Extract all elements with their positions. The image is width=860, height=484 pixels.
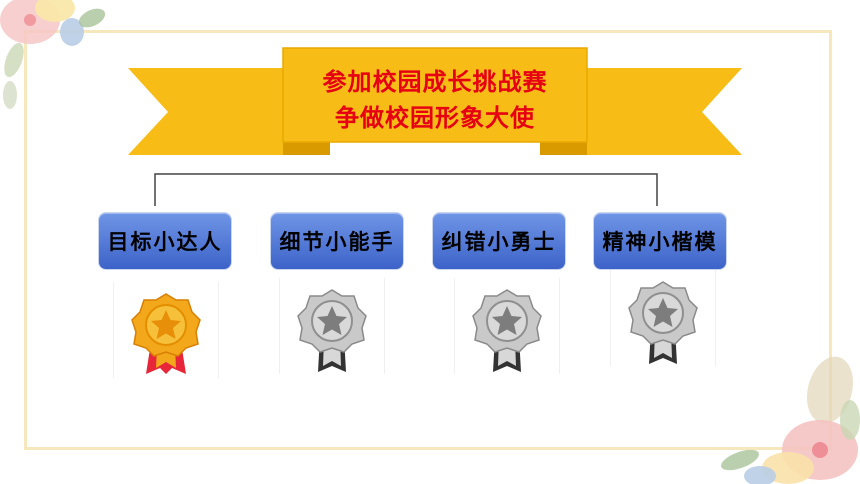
award-label-text: 精神小楷模 <box>602 229 718 254</box>
award-label-detail-master: 细节小能手 <box>270 212 404 270</box>
ribbon-left-tail <box>128 68 330 155</box>
banner-title-line-2: 争做校园形象大使 <box>335 103 535 132</box>
award-label-error-fixer: 纠错小勇士 <box>432 212 566 270</box>
medal-slot-1 <box>113 282 219 378</box>
ribbon-left-fold <box>283 140 330 155</box>
gold-medal-icon <box>131 293 201 374</box>
award-label-text: 细节小能手 <box>279 229 395 254</box>
silver-medal-icon <box>472 289 542 372</box>
silver-medal-icon <box>297 289 367 372</box>
medal-slot-2 <box>279 278 385 374</box>
award-label-text: 目标小达人 <box>107 229 223 254</box>
medal-slot-4 <box>610 270 716 366</box>
award-label-spirit-model: 精神小楷模 <box>593 212 727 270</box>
title-ribbon-banner <box>128 47 742 155</box>
silver-medal-icon <box>628 281 698 364</box>
award-label-goal-achiever: 目标小达人 <box>98 212 232 270</box>
ribbon-right-tail <box>540 68 742 155</box>
award-label-text: 纠错小勇士 <box>441 229 557 254</box>
ribbon-center-band <box>283 48 587 142</box>
banner-title-line-1: 参加校园成长挑战赛 <box>322 67 548 96</box>
content-frame <box>24 30 832 450</box>
floral-decoration-top-left <box>0 0 106 109</box>
floral-decoration-bottom-right <box>721 356 860 484</box>
medal-slot-3 <box>454 278 560 374</box>
ribbon-right-fold <box>540 140 587 155</box>
